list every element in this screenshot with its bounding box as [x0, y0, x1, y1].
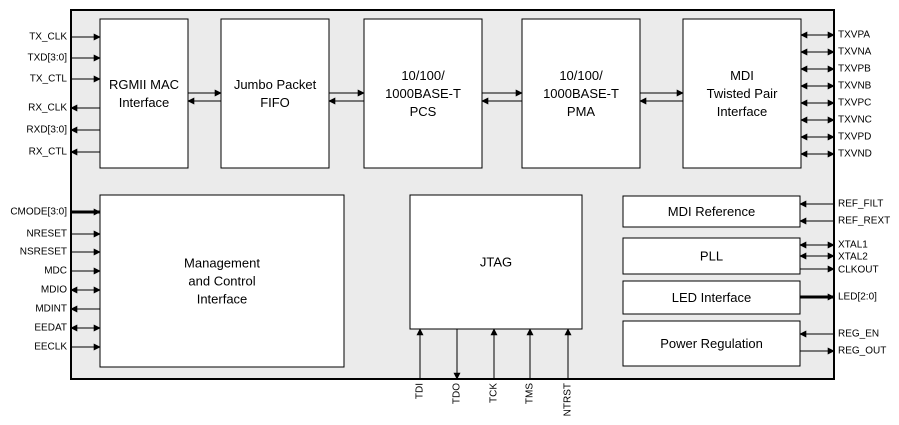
block-mgmt-label: and Control [188, 274, 255, 289]
pin-label: TXVPD [838, 132, 871, 143]
pin-label: LED[2:0] [838, 292, 877, 303]
pin-label: REF_FILT [838, 199, 883, 210]
block-pll-box [622, 237, 801, 275]
block-mdi-label: Interface [717, 104, 768, 119]
pin-label: TX_CTL [30, 74, 68, 85]
pin-label: NRESET [26, 229, 67, 240]
block-pcs-label: 10/100/ [401, 68, 445, 83]
block-jtag-box [409, 194, 583, 330]
pin-label: XTAL2 [838, 252, 868, 263]
block-led-label: LED Interface [672, 290, 752, 305]
pin-label: REG_EN [838, 329, 879, 340]
pin-label: MDC [44, 266, 67, 277]
block-mgmt-label: Interface [197, 292, 248, 307]
pin-label: EEDAT [34, 323, 67, 334]
pin-label: TXVPA [838, 30, 870, 41]
pin-label: TXVNA [838, 47, 872, 58]
block-rgmii-label: RGMII MAC [109, 77, 179, 92]
block-rgmii-label: Interface [119, 95, 170, 110]
pin-label: CLKOUT [838, 265, 879, 276]
block-fifo-label: FIFO [260, 95, 290, 110]
pin-label: EECLK [34, 342, 67, 353]
block-mdi-label: Twisted Pair [707, 86, 778, 101]
block-pll: PLL [622, 237, 801, 275]
pin-label: RX_CLK [28, 103, 67, 114]
block-fifo-box [220, 18, 330, 169]
pin-label: RX_CTL [29, 147, 68, 158]
block-mdiref-box [622, 195, 801, 228]
block-mgmt-label: Management [184, 256, 260, 271]
block-mdi-label: MDI [730, 68, 754, 83]
pin-label: TXD[3:0] [28, 53, 68, 64]
pin-label: NTRST [563, 383, 574, 416]
block-jtag-label: JTAG [480, 255, 512, 270]
pin-label: CMODE[3:0] [10, 207, 67, 218]
pin-label: MDINT [35, 304, 67, 315]
pin-label: TXVPC [838, 98, 871, 109]
block-mdi-box [682, 18, 802, 169]
block-pma-label: 10/100/ [559, 68, 603, 83]
block-jtag: JTAG [409, 194, 583, 330]
pin-label: TXVPB [838, 64, 871, 75]
pin-label: TXVNC [838, 115, 872, 126]
block-pcs-label: 1000BASE-T [385, 86, 461, 101]
block-power-box [622, 320, 801, 367]
block-rgmii: RGMII MAC Interface [99, 18, 189, 169]
block-mdiref-label: MDI Reference [668, 204, 755, 219]
pin-label: REG_OUT [838, 346, 886, 357]
block-fifo-label: Jumbo Packet [234, 77, 317, 92]
pin-label: RXD[3:0] [26, 125, 67, 136]
pin-label: NSRESET [20, 247, 67, 258]
block-mgmt-box [99, 194, 345, 368]
block-pcs-box [363, 18, 483, 169]
pin-label: TMS [525, 383, 536, 404]
pin-label: MDIO [41, 285, 67, 296]
block-led: LED Interface [622, 280, 801, 315]
block-pma-label: 1000BASE-T [543, 86, 619, 101]
block-power: Power Regulation [622, 320, 801, 367]
pin-label: TCK [489, 383, 500, 403]
pin-label: XTAL1 [838, 240, 868, 251]
pin-label: TX_CLK [29, 32, 67, 43]
block-pma-label: PMA [567, 104, 596, 119]
pin-label: TDO [452, 383, 463, 404]
block-pll-label: PLL [700, 249, 723, 264]
block-led-box [622, 280, 801, 315]
pin-label: TXVND [838, 149, 872, 160]
block-pma-box [521, 18, 641, 169]
block-pma: 10/100/1000BASE-T PMA [521, 18, 641, 169]
block-pcs-label: PCS [410, 104, 437, 119]
pin-label: TXVNB [838, 81, 872, 92]
block-power-label: Power Regulation [660, 336, 763, 351]
block-rgmii-box [99, 18, 189, 169]
pin-label: REF_REXT [838, 216, 890, 227]
block-mdiref: MDI Reference [622, 195, 801, 228]
pin-label: TDI [415, 383, 426, 399]
block-pcs: 10/100/1000BASE-T PCS [363, 18, 483, 169]
